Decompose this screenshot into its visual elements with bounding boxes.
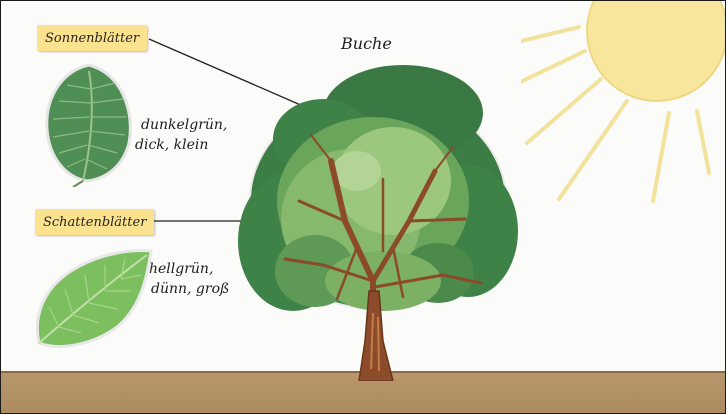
shade-leaves-desc-line1: hellgrün, (149, 259, 213, 279)
sun-leaves-desc-line2: dick, klein (135, 135, 208, 155)
sun-leaf-illustration (43, 59, 135, 187)
shade-leaf-illustration (29, 247, 157, 349)
label-sun-leaves: Sonnenblätter (37, 25, 147, 51)
label-shade-leaves: Schattenblätter (35, 209, 154, 235)
diagram-title: Buche (341, 34, 392, 53)
shade-leaves-desc-line2: dünn, groß (151, 279, 229, 299)
beech-tree-illustration (233, 51, 523, 381)
sun-leaves-desc-line1: dunkelgrün, (141, 115, 227, 135)
